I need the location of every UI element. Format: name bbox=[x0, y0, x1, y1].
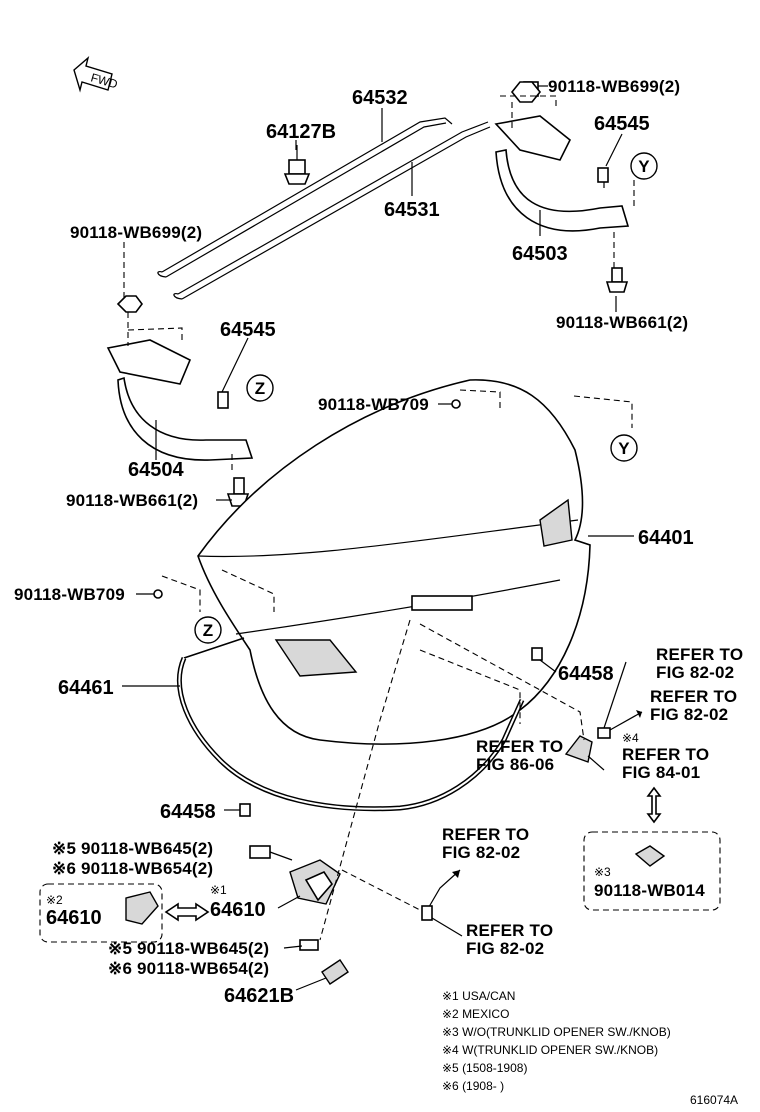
label-64401: 64401 bbox=[638, 527, 694, 549]
torsion-bars bbox=[157, 117, 491, 300]
label-bolt-654-a: ※6 90118-WB654(2) bbox=[52, 859, 213, 878]
callout-z-upper-label: Z bbox=[255, 379, 266, 398]
label-refer-d-1: REFER TO bbox=[466, 921, 553, 940]
callout-z-lower-icon: Z bbox=[194, 616, 222, 644]
label-bolt-645-a: ※5 90118-WB645(2) bbox=[52, 839, 213, 858]
label-refer-c-2: FIG 82-02 bbox=[442, 843, 520, 862]
label-64610-main: 64610 bbox=[210, 899, 266, 921]
hinge-64503 bbox=[494, 81, 635, 293]
clip-64127b bbox=[283, 145, 311, 185]
front-direction-arrow-icon: FWD bbox=[73, 56, 120, 93]
label-bolt-645-b: ※5 90118-WB645(2) bbox=[108, 939, 269, 958]
label-64621b: 64621B bbox=[224, 985, 294, 1007]
label-90118-wb014: 90118-WB014 bbox=[594, 881, 705, 900]
callout-z-lower-label: Z bbox=[203, 621, 214, 640]
note-5: ※5 (1508-1908) bbox=[442, 1061, 527, 1075]
label-refer-8401-1: REFER TO bbox=[622, 745, 709, 764]
callout-z-upper-icon: Z bbox=[246, 374, 274, 402]
label-64531: 64531 bbox=[384, 199, 440, 221]
drawing-number: 616074A bbox=[690, 1093, 738, 1107]
hinge-64504 bbox=[106, 295, 254, 507]
label-refer-b-1: REFER TO bbox=[650, 687, 737, 706]
label-64503: 64503 bbox=[512, 243, 568, 265]
label-bolt-left-upper: 90118-WB699(2) bbox=[70, 223, 202, 242]
dashed-guides bbox=[161, 389, 633, 941]
opener-switch bbox=[564, 710, 643, 763]
trunk-lid-64401 bbox=[197, 379, 591, 745]
note-1: ※1 USA/CAN bbox=[442, 989, 515, 1003]
label-mark3: ※3 bbox=[594, 865, 611, 879]
label-bolt-top-right: 90118-WB699(2) bbox=[548, 77, 680, 96]
label-64458-right: 64458 bbox=[558, 663, 614, 685]
callout-y-upper-icon: Y bbox=[630, 152, 658, 180]
mexico-lock-box bbox=[39, 883, 210, 943]
label-64610-box: 64610 bbox=[46, 907, 102, 929]
note-3: ※3 W/O(TRUNKLID OPENER SW./KNOB) bbox=[442, 1025, 671, 1039]
label-clip-center: 90118-WB709 bbox=[318, 395, 429, 414]
callout-y-lower-icon: Y bbox=[610, 434, 638, 462]
clip-90118-wb709-center bbox=[451, 399, 461, 409]
label-bolt-right-lower: 90118-WB661(2) bbox=[556, 313, 688, 332]
weatherstrip-64461 bbox=[177, 637, 525, 812]
callout-y-upper-label: Y bbox=[638, 157, 650, 176]
label-64545-left: 64545 bbox=[220, 319, 276, 341]
label-mark1: ※1 bbox=[210, 883, 227, 897]
label-64504: 64504 bbox=[128, 459, 184, 481]
label-clip-left: 90118-WB709 bbox=[14, 585, 125, 604]
label-64532: 64532 bbox=[352, 87, 408, 109]
label-64461: 64461 bbox=[58, 677, 114, 699]
leader-lines bbox=[122, 85, 634, 991]
label-mark2: ※2 bbox=[46, 893, 63, 907]
callout-y-lower-label: Y bbox=[618, 439, 630, 458]
label-refer-c-1: REFER TO bbox=[442, 825, 529, 844]
opener-knob-box bbox=[583, 786, 721, 911]
label-refer-8606-1: REFER TO bbox=[476, 737, 563, 756]
label-refer-8606-2: FIG 86-06 bbox=[476, 755, 554, 774]
label-refer-d-2: FIG 82-02 bbox=[466, 939, 544, 958]
bumper-64458-left bbox=[239, 803, 251, 817]
label-bolt-654-b: ※6 90118-WB654(2) bbox=[108, 959, 269, 978]
note-6: ※6 (1908- ) bbox=[442, 1079, 504, 1093]
label-refer-a-2: FIG 82-02 bbox=[656, 663, 734, 682]
label-refer-b-2: FIG 82-02 bbox=[650, 705, 728, 724]
bumper-64458-right bbox=[531, 647, 543, 661]
clip-90118-wb709-left bbox=[153, 589, 163, 599]
label-64458-left: 64458 bbox=[160, 801, 216, 823]
lock-64610 bbox=[249, 845, 341, 905]
label-bolt-left-lower: 90118-WB661(2) bbox=[66, 491, 198, 510]
note-2: ※2 MEXICO bbox=[442, 1007, 509, 1021]
label-refer-a-1: REFER TO bbox=[656, 645, 743, 664]
label-refer-8401-2: FIG 84-01 bbox=[622, 763, 700, 782]
note-4: ※4 W(TRUNKLID OPENER SW./KNOB) bbox=[442, 1043, 658, 1057]
label-64545-right: 64545 bbox=[594, 113, 650, 135]
label-mark4: ※4 bbox=[622, 731, 639, 745]
striker-64621b bbox=[299, 939, 349, 985]
label-64127b: 64127B bbox=[266, 121, 336, 143]
